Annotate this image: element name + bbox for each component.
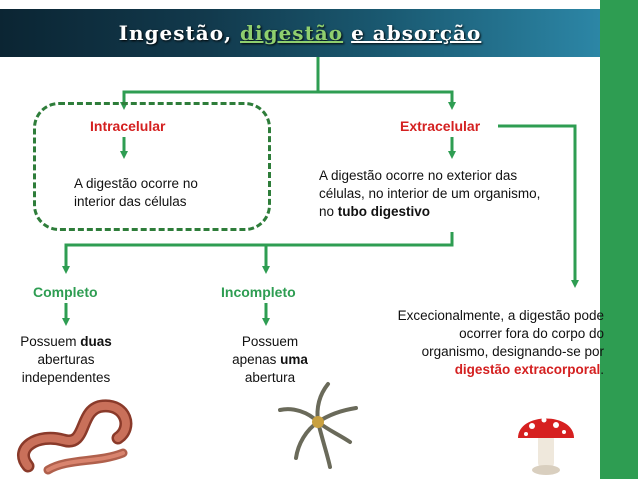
incompleto-description: Possuem apenas uma abertura bbox=[222, 333, 318, 387]
extracelular-label: Extracelular bbox=[400, 118, 481, 134]
connector-title-right bbox=[318, 90, 456, 110]
extracelular-description: A digestão ocorre no exterior das célula… bbox=[319, 167, 549, 221]
incompleto-desc-pre: Possuem apenas bbox=[232, 334, 299, 367]
intracelular-dashed-box bbox=[33, 102, 271, 231]
right-green-band bbox=[600, 0, 638, 479]
title-part-1: Ingestão, bbox=[118, 21, 233, 45]
incompleto-label: Incompleto bbox=[221, 284, 296, 300]
completo-description: Possuem duas aberturas independentes bbox=[10, 333, 122, 387]
extracelular-desc-text: A digestão ocorre no exterior das célula… bbox=[319, 168, 541, 219]
intracelular-label: Intracelular bbox=[90, 118, 166, 134]
connector-extracorporal bbox=[498, 124, 579, 288]
intracelular-description: A digestão ocorre no interior das célula… bbox=[74, 176, 198, 209]
incompleto-desc-post: abertura bbox=[244, 370, 296, 385]
page-title: Ingestão, digestão e absorção bbox=[119, 21, 482, 45]
completo-desc-post: aberturas independentes bbox=[21, 352, 111, 385]
connector-split bbox=[62, 232, 454, 274]
connector-title bbox=[120, 57, 320, 110]
extracelular-desc-bold: tubo digestivo bbox=[337, 204, 431, 219]
extracorporal-desc-pre: Excecionalmente, a digestão pode ocorrer… bbox=[397, 308, 604, 359]
extracorporal-desc-post: . bbox=[600, 362, 604, 377]
earthworm-image bbox=[17, 399, 133, 475]
mushroom-image bbox=[518, 417, 574, 475]
completo-desc-pre: Possuem bbox=[20, 334, 81, 349]
incompleto-desc-bold: uma bbox=[280, 352, 308, 367]
completo-label: Completo bbox=[33, 284, 98, 300]
title-part-3: e absorção bbox=[351, 21, 482, 45]
completo-desc-bold: duas bbox=[80, 334, 112, 349]
hydra-image bbox=[278, 382, 358, 469]
title-bar: Ingestão, digestão e absorção bbox=[0, 9, 600, 57]
extracorporal-desc-bold: digestão extracorporal bbox=[454, 362, 601, 377]
extracorporal-description: Excecionalmente, a digestão pode ocorrer… bbox=[392, 307, 604, 379]
title-part-2: digestão bbox=[240, 21, 344, 45]
